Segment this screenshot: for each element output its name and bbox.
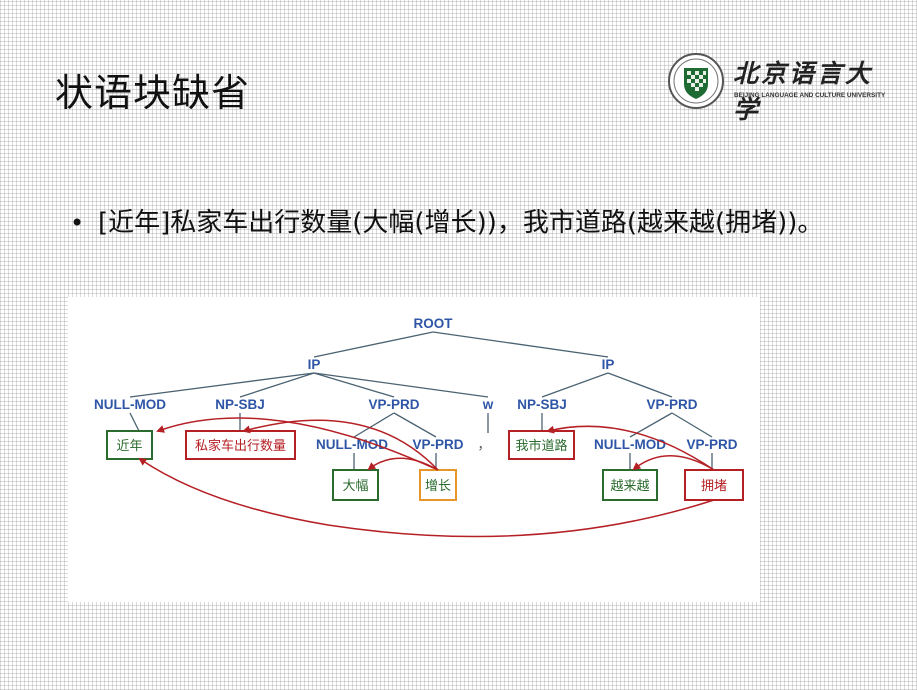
node-null-mod-2: NULL-MOD <box>316 437 388 452</box>
node-w: w <box>482 397 494 412</box>
node-vp-prd-1: VP-PRD <box>368 397 419 412</box>
arc-yongdu-to-jinnian <box>138 457 715 538</box>
node-vp-prd-2: VP-PRD <box>646 397 697 412</box>
arc-zengzhang-to-jinnian <box>156 417 439 471</box>
word-box-jinnian: 近年 <box>106 430 153 460</box>
word-box-yuelaiyue: 越来越 <box>602 469 658 501</box>
word-box-yongdu: 拥堵 <box>684 469 744 501</box>
word-box-zengzhang: 增长 <box>419 469 457 501</box>
svg-text:近年: 近年 <box>116 439 142 454</box>
node-null-mod-1: NULL-MOD <box>94 397 166 412</box>
university-emblem-icon <box>668 53 724 109</box>
arc-zengzhang-to-dafu <box>367 457 439 471</box>
node-vp-prd-4: VP-PRD <box>686 437 737 452</box>
university-logo: 北京语言大学 BEIJING LANGUAGE AND CULTURE UNIV… <box>667 52 897 124</box>
node-np-sbj-1: NP-SBJ <box>215 397 265 412</box>
logo-chinese-name: 北京语言大学 <box>733 59 874 124</box>
node-root: ROOT <box>414 316 454 331</box>
node-ip-left: IP <box>308 357 321 372</box>
svg-text:越来越: 越来越 <box>610 479 649 494</box>
node-vp-prd-3: VP-PRD <box>412 437 463 452</box>
svg-text:大幅: 大幅 <box>342 479 368 494</box>
word-comma: ， <box>477 438 490 453</box>
arc-yongdu-to-subject <box>546 425 715 471</box>
svg-text:私家车出行数量: 私家车出行数量 <box>195 438 286 454</box>
parse-tree-diagram: ROOT IP IP NULL-MOD NP-SBJ VP-PRD w NP-S… <box>94 316 744 538</box>
dependency-tree-panel: ROOT IP IP NULL-MOD NP-SBJ VP-PRD w NP-S… <box>68 297 760 602</box>
node-null-mod-3: NULL-MOD <box>594 437 666 452</box>
word-box-dafu: 大幅 <box>332 469 379 501</box>
svg-text:拥堵: 拥堵 <box>701 479 727 494</box>
word-box-woshidaolu: 我市道路 <box>508 430 575 460</box>
svg-text:增长: 增长 <box>425 479 451 494</box>
node-ip-right: IP <box>602 357 615 372</box>
arc-zengzhang-to-subject <box>242 419 439 471</box>
word-box-sijiache: 私家车出行数量 <box>185 430 296 460</box>
bullet-text: [近年]私家车出行数量(大幅(增长))，我市道路(越来越(拥堵))。 <box>98 208 824 238</box>
bullet-dot: • <box>70 209 85 237</box>
svg-text:我市道路: 我市道路 <box>515 438 567 454</box>
node-np-sbj-2: NP-SBJ <box>517 397 567 412</box>
logo-english-name: BEIJING LANGUAGE AND CULTURE UNIVERSITY <box>734 92 886 99</box>
dependency-arcs <box>138 417 715 538</box>
tree-edges <box>129 331 713 469</box>
slide-title: 状语块缺省 <box>55 71 251 115</box>
arc-yongdu-to-yuelaiyue <box>632 455 715 471</box>
